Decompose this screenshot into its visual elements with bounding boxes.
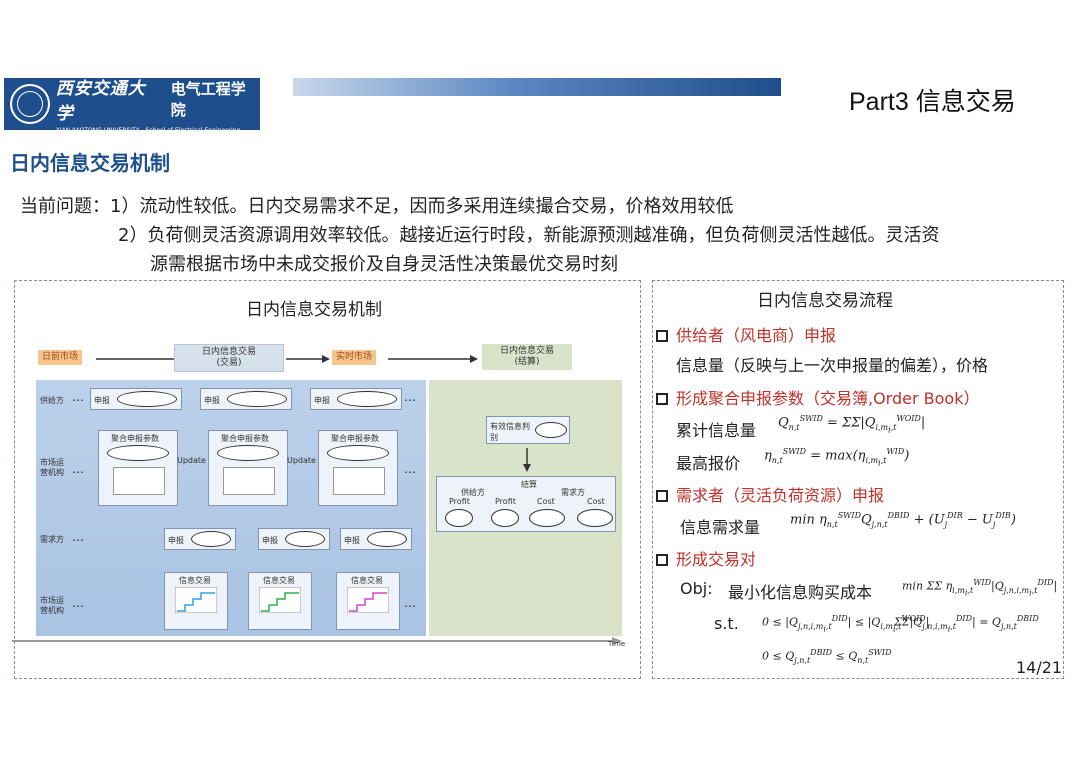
problem-line-3: 源需根据市场中未成交报价及自身灵活性决策最优交易时刻 [150, 254, 618, 275]
aggregate-chart [223, 467, 275, 495]
ellipsis: … [404, 596, 416, 610]
section-title: 日内信息交易机制 [10, 151, 170, 175]
demander-bid-oval [191, 531, 231, 547]
objective-text: 最小化信息购买成本 [728, 583, 873, 602]
stage-realtime: 实时市场 [332, 350, 377, 365]
logo-university-name: 西安交通大学 [55, 79, 146, 124]
settle-oval [577, 509, 613, 527]
row-label-operator-2: 市场运 营机构 [40, 596, 64, 615]
demand-formula: min ηn,tSWIDQj,n,tDBID + (UjDIR − UjDIB) [790, 511, 1016, 529]
time-axis-label: Time [608, 640, 626, 648]
aggregate-oval [327, 445, 389, 461]
step-3-heading: 需求者（灵活负荷资源）申报 [656, 482, 884, 506]
aggregate-oval [217, 445, 279, 461]
checkbox-bullet-icon [656, 490, 668, 502]
stage-intraday-settle: 日内信息交易 (结算) [482, 344, 572, 370]
mechanism-panel [14, 280, 641, 679]
aggregate-box: 聚合申报参数 [208, 430, 288, 506]
problem-line-1: 当前问题：1）流动性较低。日内交易需求不足，因而多采用连续撮合交易，价格效用较低 [20, 196, 734, 217]
ellipsis: … [404, 462, 416, 476]
demander-bid-oval [367, 531, 407, 547]
time-axis [12, 637, 622, 645]
settle-oval [445, 509, 473, 527]
stage-intraday-trade: 日内信息交易 (交易) [174, 344, 284, 372]
step-1-heading: 供给者（风电商）申报 [656, 322, 836, 346]
demander-report-box: 申报 [258, 528, 330, 550]
effective-oval [535, 422, 567, 438]
constraint-formula-1: 0 ≤ |Qj,n,i,mi,tDID| ≤ |Qi,mi,tWOID| [762, 614, 930, 634]
supplier-report-box: 申报 [310, 388, 402, 410]
effective-info-box: 有效信息判别 [486, 416, 570, 444]
objective-formula: min ΣΣ ηi,mi,tWID|Qj,n,i,mi,tDID| [902, 578, 1058, 598]
checkbox-bullet-icon [656, 393, 668, 405]
update-label: Update [177, 456, 206, 465]
header-gradient-bar [293, 78, 781, 96]
settle-oval [491, 509, 519, 527]
row-label-demander: 需求方 [40, 535, 64, 544]
info-trade-box: 信息交易 [336, 572, 400, 630]
step-1-body: 信息量（反映与上一次申报量的偏差），价格 [676, 356, 989, 375]
settle-oval [529, 509, 565, 527]
constraint-formula-2: ΣΣ|Qj,n,i,mi,tDID| = Qj,n,tDBID [894, 614, 1039, 634]
supplier-bid-oval [227, 391, 287, 407]
aggregate-box: 聚合申报参数 [318, 430, 398, 506]
logo-department-name: 电气工程学院 [170, 80, 246, 119]
row-label-supplier: 供给方 [40, 396, 64, 405]
process-panel-title: 日内信息交易流程 [757, 291, 893, 311]
settle-box: 结算 供给方 需求方 Profit Profit Cost Cost [436, 476, 616, 532]
info-trade-box: 信息交易 [164, 572, 228, 630]
checkbox-bullet-icon [656, 554, 668, 566]
info-trade-box: 信息交易 [248, 572, 312, 630]
step-3-demand-label: 信息需求量 [680, 518, 761, 537]
row-label-operator: 市场运 营机构 [40, 458, 64, 477]
step-2-max-price-label: 最高报价 [676, 454, 741, 473]
supplier-report-box: 申报 [90, 388, 182, 410]
logo-university-en: XIAN JIAOTONG UNIVERSITY [55, 127, 140, 134]
arrow-right-icon [286, 355, 330, 363]
ellipsis: … [72, 462, 84, 476]
stage-day-ahead: 日前市场 [38, 350, 83, 365]
max-price-formula: ηn,tSWID = max(ηi,mi,tWID) [764, 447, 910, 468]
supplier-bid-oval [337, 391, 397, 407]
checkbox-bullet-icon [656, 330, 668, 342]
mechanism-diagram: 日前市场 日内信息交易 (交易) 实时市场 日内信息交易 (结算) 供给方 市场… [12, 340, 628, 648]
mechanism-panel-title: 日内信息交易机制 [246, 300, 382, 320]
ellipsis: … [404, 390, 416, 404]
ellipsis: … [72, 390, 84, 404]
cumulative-info-formula: Qn,tSWID = ΣΣ|Qi,mi,tWOID| [778, 414, 926, 435]
arrow-down-icon [523, 448, 531, 472]
ellipsis: … [72, 530, 84, 544]
objective-label: Obj: [680, 579, 713, 598]
step-2-heading: 形成聚合申报参数（交易簿,Order Book） [656, 385, 979, 409]
aggregate-box: 聚合申报参数 [98, 430, 178, 506]
aggregate-oval [107, 445, 169, 461]
university-logo: 西安交通大学 电气工程学院 XIAN JIAOTONG UNIVERSITY S… [4, 78, 260, 134]
demander-report-box: 申报 [340, 528, 412, 550]
constraint-label: s.t. [714, 614, 739, 633]
aggregate-chart [113, 467, 165, 495]
update-label: Update [287, 456, 316, 465]
arrow-right-icon [388, 355, 478, 363]
step-4-heading: 形成交易对 [656, 546, 756, 570]
demander-bid-oval [285, 531, 325, 547]
constraint-formula-3: 0 ≤ Qj,n,tDBID ≤ Qn,tSWID [762, 648, 892, 665]
supplier-bid-oval [117, 391, 177, 407]
university-seal-icon [10, 84, 50, 124]
part-title: Part3 信息交易 [849, 88, 1016, 116]
ellipsis: … [72, 596, 84, 610]
aggregate-chart [333, 467, 385, 495]
logo-department-en: School of Electrical Engineering [145, 127, 241, 134]
process-panel [652, 280, 1064, 679]
step-2-cumulative-label: 累计信息量 [676, 421, 757, 440]
demander-report-box: 申报 [164, 528, 236, 550]
supplier-report-box: 申报 [200, 388, 292, 410]
page-number: 14/21 [1016, 658, 1063, 677]
problem-line-2: 2）负荷侧灵活资源调用效率较低。越接近运行时段，新能源预测越准确，但负荷侧灵活性… [118, 225, 940, 246]
